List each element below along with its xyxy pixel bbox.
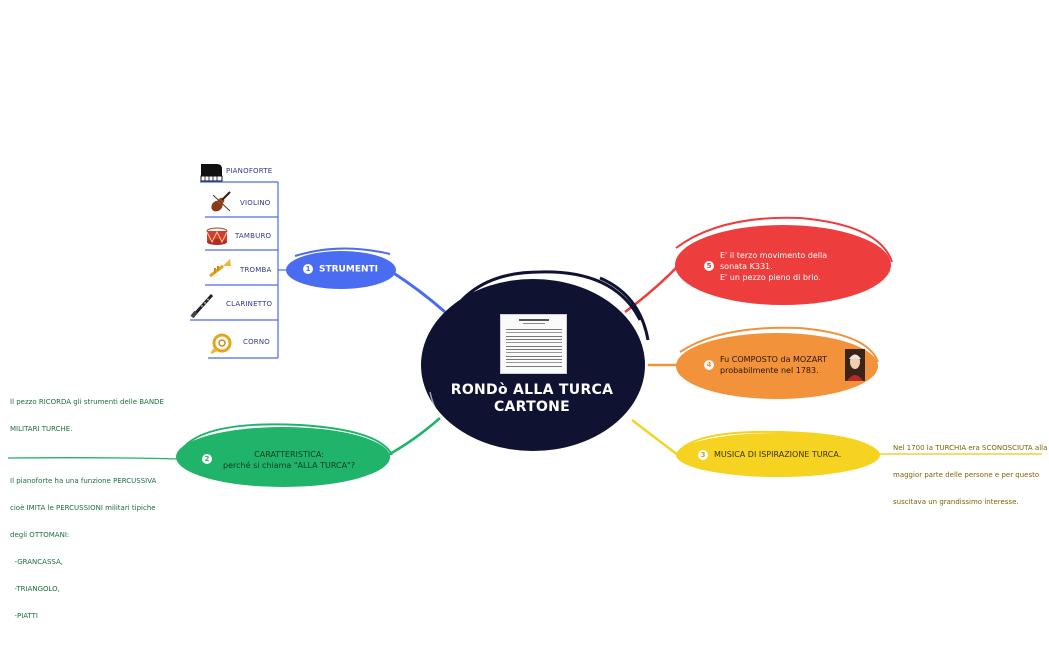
branch-terzo-blob[interactable] — [675, 216, 893, 305]
note-left-line2: MILITARI TURCHE. — [10, 425, 73, 433]
branch-musica-label[interactable]: 3 MUSICA DI ISPIRAZIONE TURCA. — [698, 449, 841, 460]
note-left-underline — [7, 457, 181, 460]
link-caratteristica — [387, 417, 441, 457]
mozart-portrait — [845, 349, 865, 381]
instrument-tamburo-label[interactable]: TAMBURO — [235, 232, 272, 240]
instrument-pianoforte-label[interactable]: PIANOFORTE — [226, 167, 273, 175]
instrument-clarinetto-label[interactable]: CLARINETTO — [226, 300, 273, 308]
caratteristica-line2: perché si chiama "ALLA TURCA"? — [223, 461, 355, 470]
branch-composto-label[interactable]: Fu COMPOSTO da MOZART probabilmente nel … — [720, 354, 827, 376]
trumpet-icon — [209, 259, 231, 278]
note-left-line1: Il pezzo RICORDA gli strumenti delle BAN… — [10, 398, 164, 406]
branch-caratteristica-blob[interactable] — [176, 423, 393, 487]
violin-icon — [211, 191, 231, 212]
terzo-line2: sonata K331. — [720, 262, 773, 271]
center-title-line1: RONDò ALLA TURCA — [450, 382, 614, 398]
instrument-tromba-label[interactable]: TROMBA — [240, 266, 272, 274]
composto-line1: Fu COMPOSTO da MOZART — [720, 355, 828, 364]
note-left-line4: cioè IMITA le PERCUSSIONI militari tipic… — [10, 504, 156, 512]
piano-icon — [200, 164, 223, 182]
note-left-line8: -PIATTI — [10, 612, 38, 620]
branch-caratteristica-label[interactable]: CARATTERISTICA: perché si chiama "ALLA T… — [214, 449, 364, 471]
composto-line2: probabilmente nel 1783. — [720, 366, 819, 375]
note-right-line3: suscitava un grandissimo interesse. — [893, 498, 1019, 506]
branch-strumenti-label[interactable]: 1 STRUMENTI — [303, 264, 378, 276]
link-musica — [631, 419, 679, 456]
note-right-line2: maggior parte delle persone e per questo — [893, 471, 1040, 479]
note-right-line1: Nel 1700 la TURCHIA era SCONOSCIUTA alla — [893, 444, 1048, 452]
branch-number-3: 3 — [698, 449, 708, 460]
note-left: Il pezzo RICORDA gli strumenti delle BAN… — [10, 380, 164, 630]
branch-musica-blob[interactable] — [676, 430, 880, 477]
note-left-line5: degli OTTOMANI: — [10, 531, 70, 539]
branch-number-1: 1 — [303, 264, 313, 274]
clarinet-icon — [190, 293, 214, 318]
link-strumenti — [391, 270, 446, 314]
note-left-line3: Il pianoforte ha una funzione PERCUSSIVA — [10, 477, 157, 485]
sheet-music-thumbnail — [500, 314, 567, 374]
note-left-line7: -TRIANGOLO, — [10, 585, 60, 593]
caratteristica-line1: CARATTERISTICA: — [254, 450, 324, 459]
note-left-line6: -GRANCASSA, — [10, 558, 63, 566]
branch-composto-blob[interactable] — [676, 326, 879, 399]
strumenti-text: STRUMENTI — [319, 264, 378, 275]
branch-strumenti-blob[interactable] — [286, 247, 396, 289]
terzo-line3: E' un pezzo pieno di brio. — [720, 273, 821, 282]
drum-icon — [206, 227, 228, 245]
instrument-violino-label[interactable]: VIOLINO — [240, 199, 271, 207]
branch-number-2: 2 — [202, 454, 212, 464]
center-title: RONDò ALLA TURCA CARTONE — [440, 382, 624, 416]
center-title-line2: CARTONE — [493, 399, 571, 415]
musica-text: MUSICA DI ISPIRAZIONE TURCA. — [714, 450, 842, 459]
branch-number-5: 5 — [704, 261, 714, 271]
horn-icon — [210, 333, 232, 354]
instrument-corno-label[interactable]: CORNO — [243, 338, 271, 346]
terzo-line1: E' il terzo movimento della — [720, 251, 828, 260]
note-right: Nel 1700 la TURCHIA era SCONOSCIUTA alla… — [893, 426, 1047, 516]
branch-number-4: 4 — [704, 360, 714, 370]
instrument-bracket — [190, 181, 290, 359]
branch-terzo-label[interactable]: E' il terzo movimento della sonata K331.… — [720, 250, 827, 283]
